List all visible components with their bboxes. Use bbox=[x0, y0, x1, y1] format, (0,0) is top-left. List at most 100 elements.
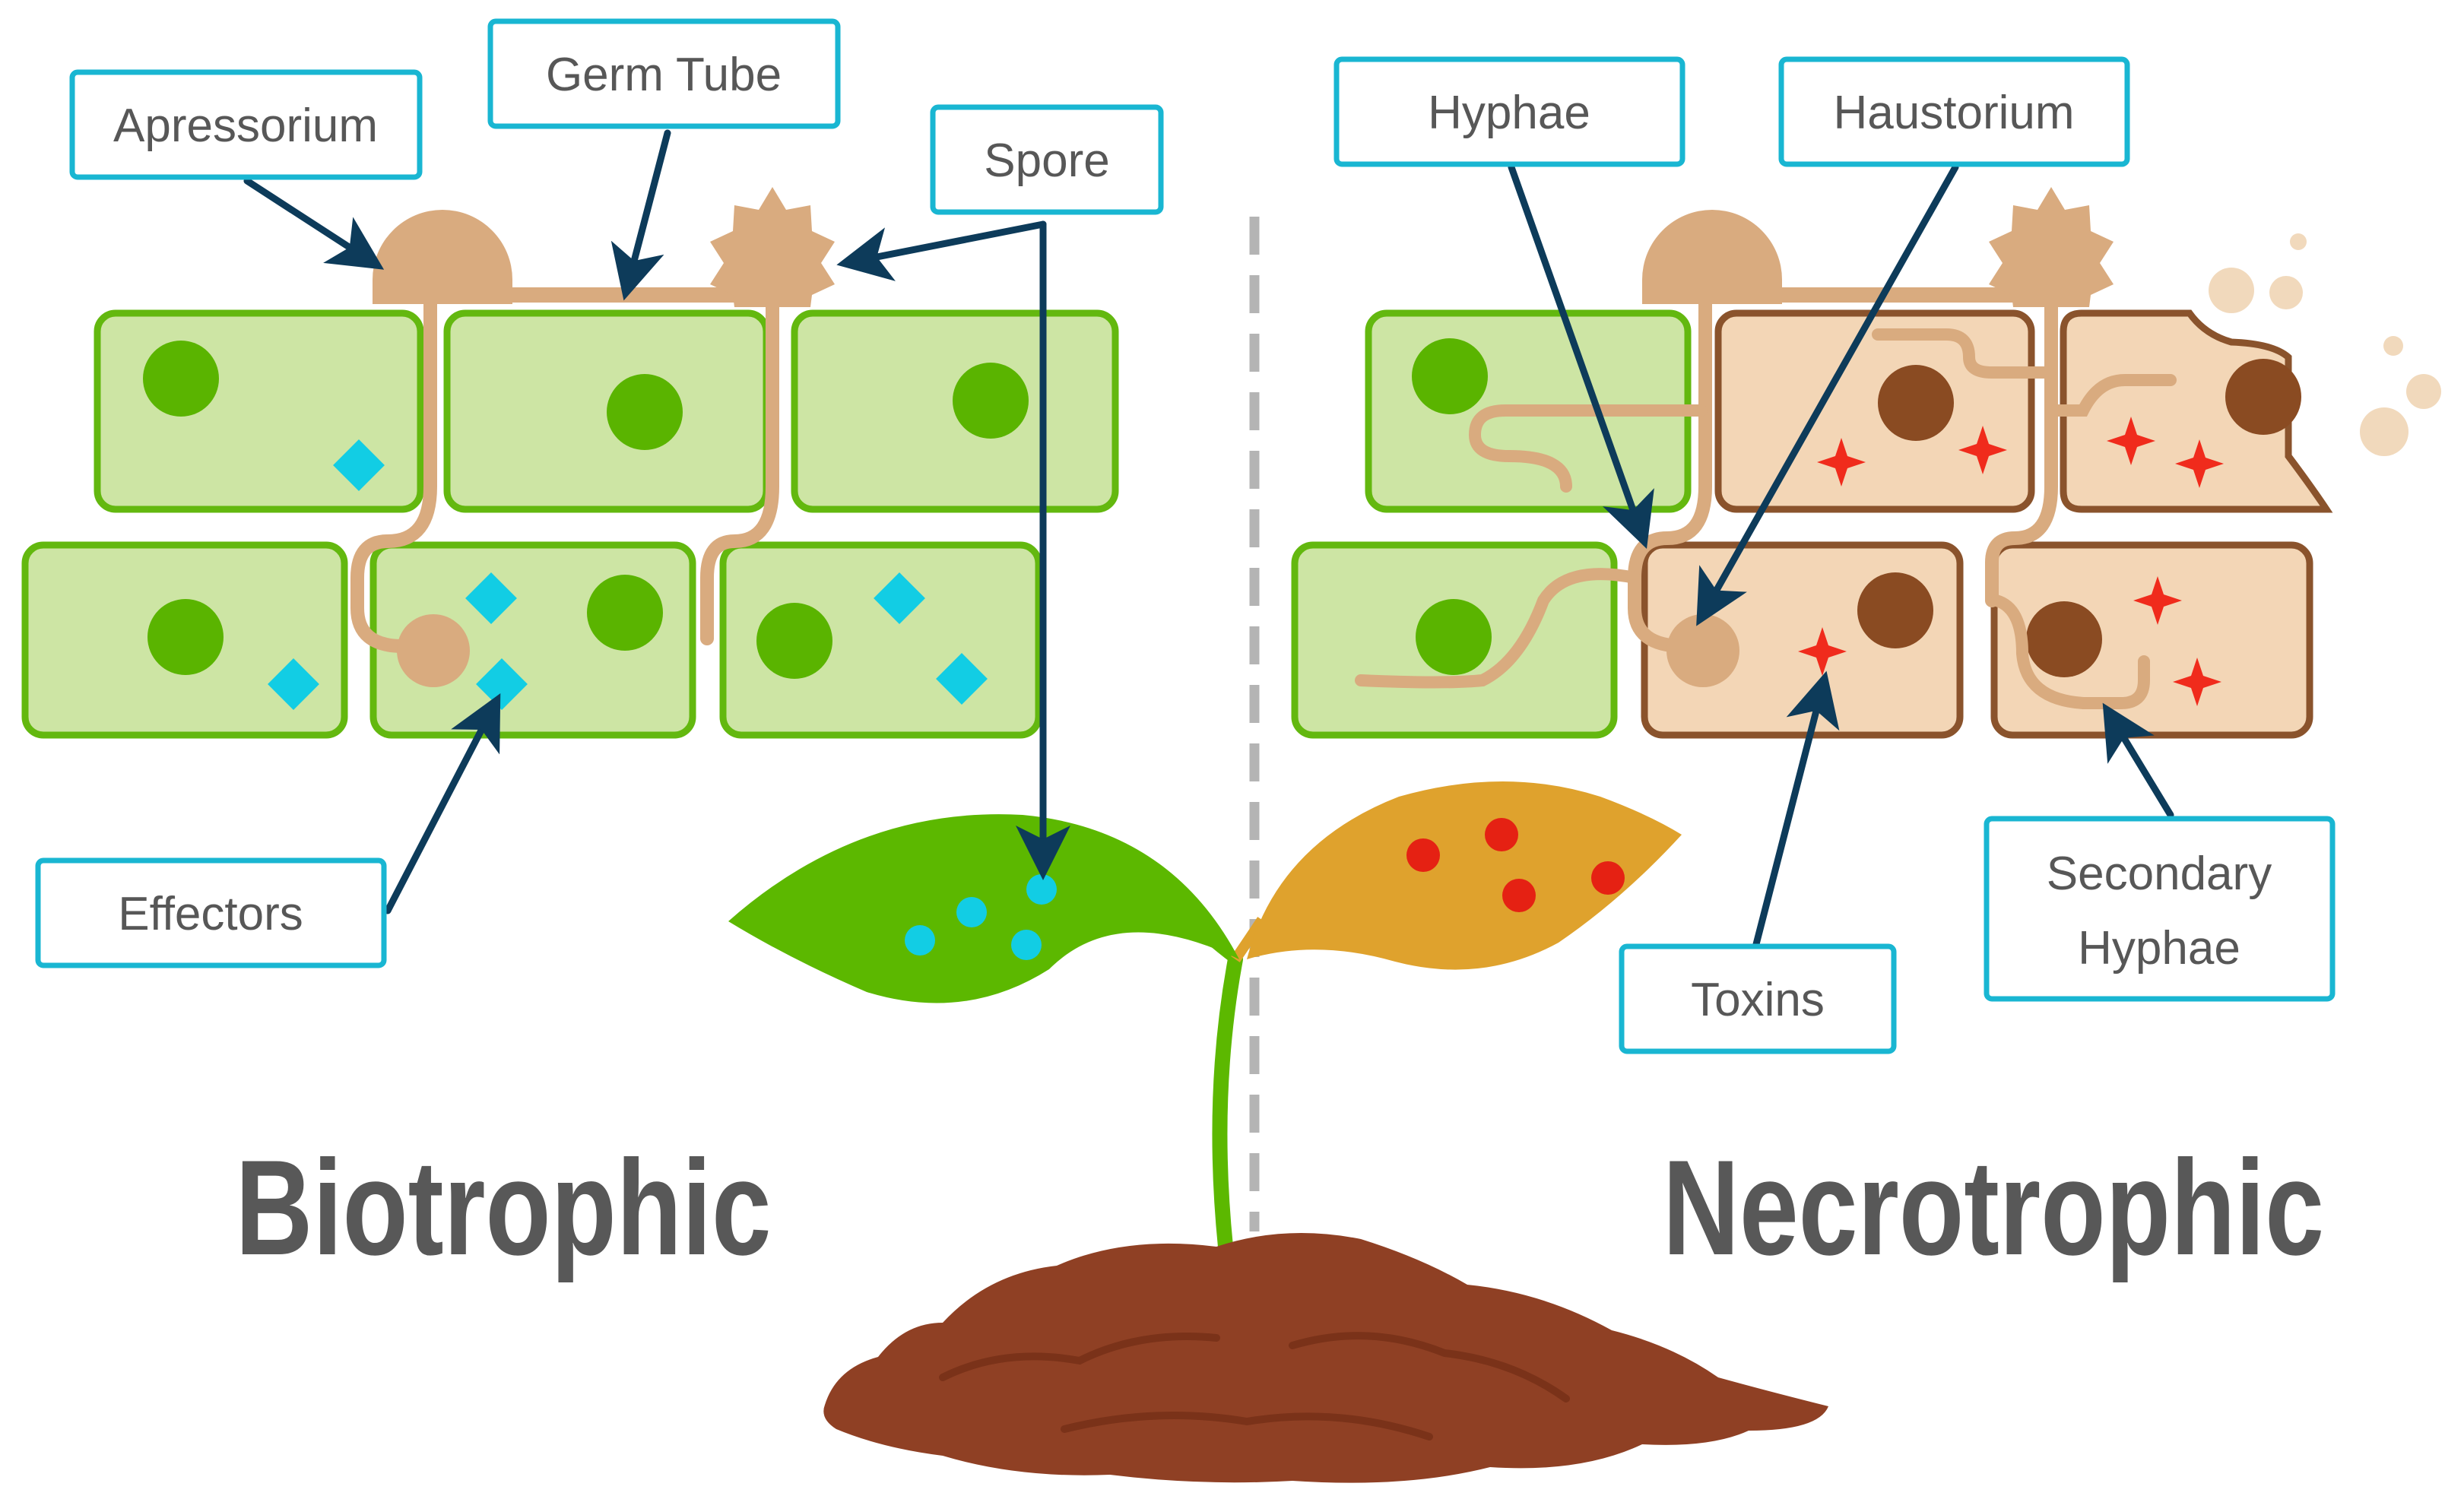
soil-mound bbox=[823, 1233, 1828, 1483]
germ-tube-label: Germ Tube bbox=[487, 18, 841, 129]
apressorium-label: Apressorium bbox=[69, 69, 423, 180]
cell-nucleus bbox=[143, 341, 219, 417]
haustorium-shape bbox=[397, 614, 470, 687]
secondary-hyphae-label-line2: Hyphae bbox=[2078, 922, 2240, 975]
spore-label-text: Spore bbox=[984, 135, 1109, 187]
decay-particle bbox=[2209, 268, 2254, 313]
spore-dot bbox=[956, 897, 987, 927]
orange-leaf bbox=[1247, 781, 1682, 970]
penetration-hypha bbox=[350, 297, 437, 653]
cell-nucleus bbox=[587, 575, 663, 651]
cell-nucleus bbox=[2026, 601, 2102, 677]
secondary-hyphae-label: Secondary Hyphae bbox=[1984, 816, 2336, 1002]
toxin-spot bbox=[1591, 861, 1625, 895]
decay-particles bbox=[2209, 233, 2441, 456]
hypha-path bbox=[1355, 568, 1641, 689]
decay-particle bbox=[2269, 276, 2303, 309]
spore-dot bbox=[1026, 874, 1057, 905]
spore-label: Spore bbox=[930, 104, 1164, 215]
toxin-star bbox=[2175, 439, 2224, 488]
cell-nucleus bbox=[953, 363, 1029, 439]
spore-shape bbox=[710, 187, 835, 307]
soil-texture bbox=[939, 1332, 1570, 1441]
necrotrophic-cells bbox=[1291, 309, 2333, 739]
biotrophic-title: Biotrophic bbox=[236, 1132, 772, 1283]
hyphae-arrow bbox=[1508, 163, 1654, 549]
spore-dot bbox=[905, 925, 935, 956]
toxins-arrow bbox=[1752, 670, 1840, 948]
decay-particle bbox=[2406, 374, 2441, 409]
healthy-cell bbox=[443, 309, 770, 513]
cell-nucleus bbox=[147, 599, 224, 675]
decay-particle bbox=[2360, 407, 2409, 456]
hyphae-label-box bbox=[1333, 56, 1685, 167]
toxin-star bbox=[1958, 426, 2007, 474]
germ-tube-label-box bbox=[487, 18, 841, 129]
biotrophic-fungus bbox=[350, 187, 835, 687]
toxin-spots-on-leaf bbox=[1406, 818, 1625, 912]
spore-label-box bbox=[930, 104, 1164, 215]
germ-tube-label-text: Germ Tube bbox=[546, 49, 782, 101]
label-arrows bbox=[243, 129, 2174, 948]
haustorium-arrow bbox=[1696, 163, 1959, 626]
toxin-spot bbox=[1406, 838, 1440, 872]
apressorium-label-text: Apressorium bbox=[113, 100, 378, 152]
toxin-star bbox=[1798, 627, 1847, 676]
toxin-star bbox=[2133, 576, 2182, 625]
spore-dot bbox=[1011, 930, 1042, 960]
hyphae-label-text: Hyphae bbox=[1428, 87, 1590, 139]
healthy-cell bbox=[94, 309, 424, 513]
decay-particle bbox=[2383, 336, 2403, 356]
germ-tube-arrow bbox=[610, 129, 671, 301]
secondary-hypha-path bbox=[1990, 594, 2150, 709]
apressorium-shape bbox=[1642, 210, 1782, 304]
haustorium-label-box bbox=[1778, 56, 2130, 167]
effectors-label: Effectors bbox=[35, 857, 387, 968]
secondary-hyphae-label-line1: Secondary bbox=[2047, 848, 2272, 900]
toxins-label-text: Toxins bbox=[1691, 974, 1825, 1026]
cell-nucleus bbox=[2225, 359, 2301, 435]
necrotrophic-title: Necrotrophic bbox=[1663, 1132, 2324, 1283]
cell-nucleus bbox=[756, 603, 832, 679]
secondary-hyphae-arrow bbox=[2102, 702, 2174, 819]
toxin-star bbox=[2107, 417, 2155, 465]
hypha-path bbox=[1468, 404, 1708, 493]
label-boxes: Apressorium Germ Tube Spore Effectors Hy… bbox=[35, 18, 2336, 1054]
apressorium-arrow bbox=[243, 177, 385, 270]
soil-shape bbox=[823, 1233, 1828, 1483]
cell-nucleus bbox=[607, 374, 683, 450]
cell-nucleus bbox=[1416, 599, 1492, 675]
toxin-star bbox=[1817, 438, 1866, 487]
toxins-label-box bbox=[1619, 943, 1897, 1054]
effectors-label-box bbox=[35, 857, 387, 968]
hyphae-label: Hyphae bbox=[1333, 56, 1685, 167]
apressorium-shape bbox=[373, 210, 512, 304]
haustorium-label-text: Haustorium bbox=[1834, 87, 2075, 139]
cell-nucleus bbox=[1878, 365, 1954, 441]
toxin-spot bbox=[1485, 818, 1518, 851]
hypha-path bbox=[2050, 374, 2177, 417]
effectors-label-text: Effectors bbox=[118, 888, 303, 940]
hypha-path bbox=[1985, 297, 2058, 607]
toxins-label: Toxins bbox=[1619, 943, 1897, 1054]
decay-particle bbox=[2290, 233, 2307, 250]
toxins-markers bbox=[1798, 417, 2224, 706]
spore-arrow-to-spore bbox=[836, 220, 1047, 281]
haustorium-label: Haustorium bbox=[1778, 56, 2130, 167]
spores-on-leaf bbox=[905, 874, 1057, 960]
necrotrophic-fungus bbox=[1355, 187, 2177, 709]
apressorium-label-box bbox=[69, 69, 423, 180]
toxin-spot bbox=[1502, 879, 1536, 912]
penetration-hypha bbox=[700, 297, 779, 645]
secondary-hyphae-label-box bbox=[1984, 816, 2336, 1002]
effectors-arrow bbox=[384, 693, 501, 914]
infected-cell bbox=[1714, 309, 2035, 513]
cell-nucleus bbox=[1412, 338, 1488, 414]
spore-shape bbox=[1989, 187, 2114, 307]
hypha-path bbox=[1872, 328, 2056, 379]
plant-stem bbox=[1212, 952, 1243, 1254]
haustorium-shape bbox=[1666, 614, 1739, 687]
cell-nucleus bbox=[1857, 572, 1933, 648]
toxin-star bbox=[2173, 658, 2221, 706]
